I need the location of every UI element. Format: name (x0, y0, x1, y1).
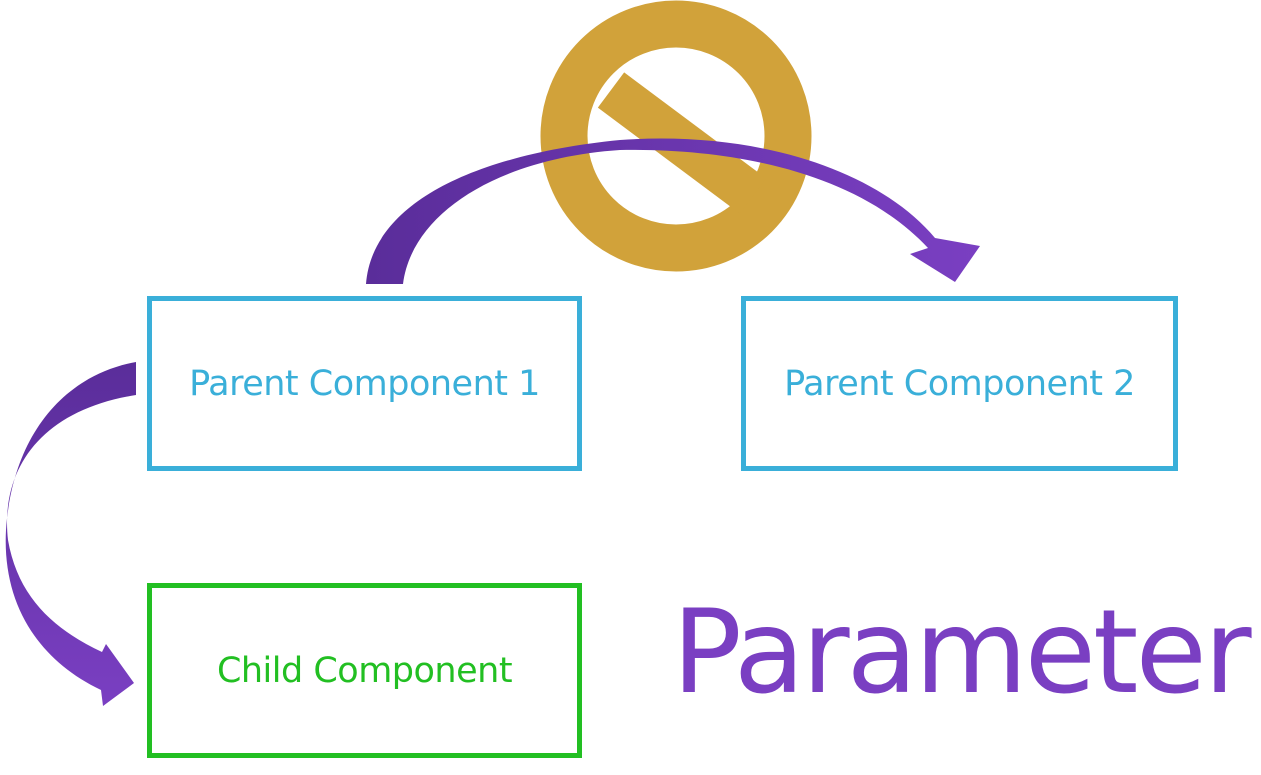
prohibited-icon (540, 0, 812, 272)
arrow-parent1-to-child (5, 362, 136, 706)
arrow-parent1-to-parent2 (366, 138, 980, 284)
parent-component-2-node: Parent Component 2 (741, 296, 1178, 471)
parent-component-2-label: Parent Component 2 (784, 363, 1135, 404)
prohibited-icon-ring (540, 0, 812, 272)
parameter-caption: Parameter (672, 585, 1252, 720)
child-component-label: Child Component (216, 650, 513, 691)
child-component-node: Child Component (147, 583, 582, 758)
parent-component-1-node: Parent Component 1 (147, 296, 582, 471)
parent-component-1-label: Parent Component 1 (189, 363, 540, 404)
